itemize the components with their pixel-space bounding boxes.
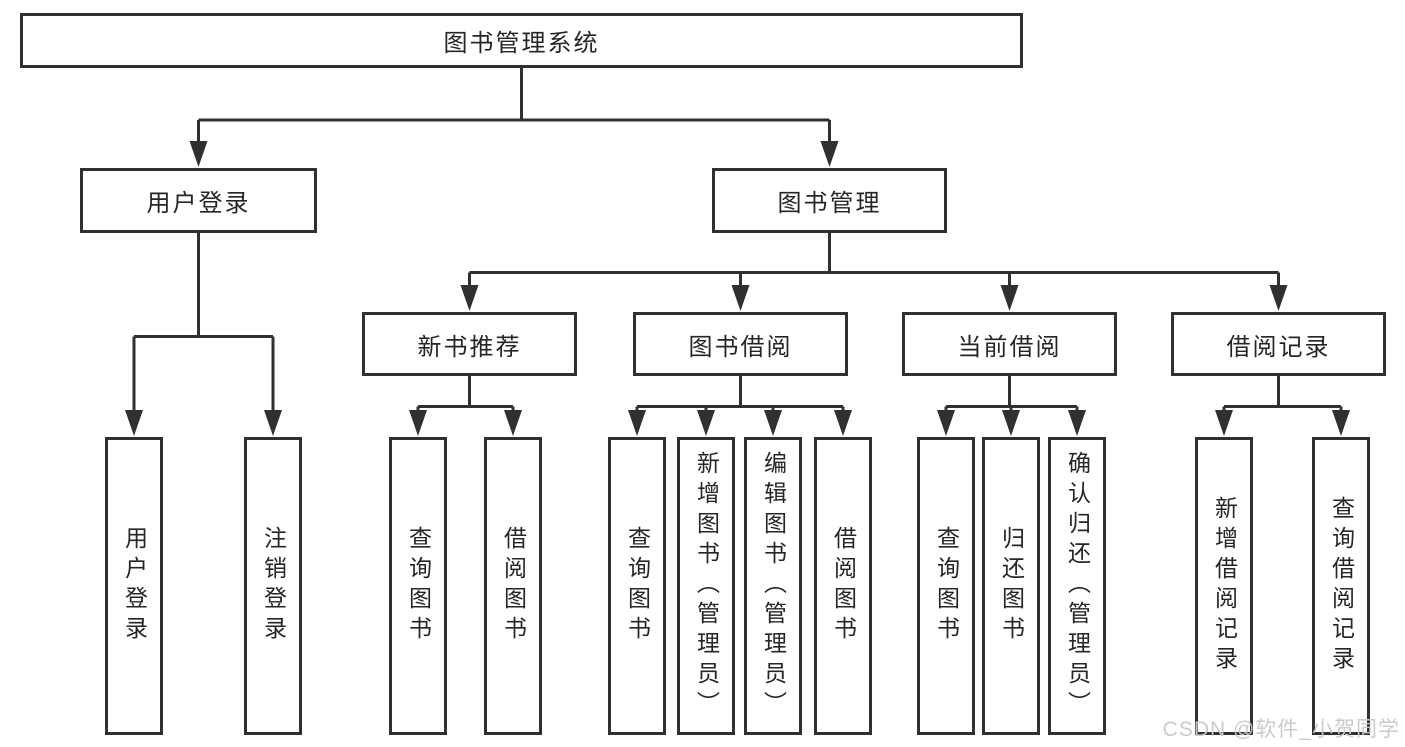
node-borrow-record: 借阅记录 <box>1171 312 1386 376</box>
node-br-query-label: 查询借阅记录 <box>1328 496 1355 676</box>
arrow-head <box>628 410 646 436</box>
node-ul-login-label: 用户登录 <box>121 526 148 646</box>
node-book-mgmt: 图书管理 <box>712 168 947 233</box>
node-current-borrow-label: 当前借阅 <box>957 333 1062 361</box>
node-ul-logout-label: 注销登录 <box>260 526 287 646</box>
arrow-head <box>264 410 282 436</box>
node-bb-edit: 编辑图书（管理员） <box>744 437 802 735</box>
arrowheads <box>125 141 1350 436</box>
connector-book-mgmt-to-level3 <box>468 233 1280 290</box>
node-ul-login: 用户登录 <box>105 437 163 735</box>
node-nb-query: 查询图书 <box>389 437 447 735</box>
node-nb-query-label: 查询图书 <box>405 526 432 646</box>
arrow-head <box>504 410 522 436</box>
node-current-borrow: 当前借阅 <box>902 312 1117 376</box>
node-cb-confirm: 确认归还（管理员） <box>1048 437 1106 735</box>
connector-lines <box>132 68 1343 414</box>
node-bb-add-label: 新增图书（管理员） <box>693 451 720 721</box>
arrow-head <box>1332 410 1350 436</box>
node-nb-borrow-label: 借阅图书 <box>500 526 527 646</box>
arrow-head <box>1068 410 1086 436</box>
node-user-login: 用户登录 <box>80 168 317 233</box>
arrow-head <box>697 410 715 436</box>
node-br-query: 查询借阅记录 <box>1312 437 1370 735</box>
connector-user-login-to-children <box>132 233 275 414</box>
arrow-head <box>937 410 955 436</box>
node-br-add: 新增借阅记录 <box>1195 437 1253 735</box>
arrow-head <box>820 141 839 167</box>
node-root-label: 图书管理系统 <box>443 30 600 57</box>
arrow-head <box>1002 410 1020 436</box>
connector-borrow-record-to-children <box>1222 376 1343 414</box>
node-ul-logout: 注销登录 <box>244 437 302 735</box>
node-book-borrow-label: 图书借阅 <box>688 333 793 361</box>
node-cb-return-label: 归还图书 <box>998 526 1025 646</box>
connector-new-book-rec-to-children <box>416 376 515 414</box>
connector-root-to-level2 <box>197 68 831 148</box>
node-br-add-label: 新增借阅记录 <box>1211 496 1238 676</box>
node-root: 图书管理系统 <box>20 13 1023 68</box>
node-bb-query: 查询图书 <box>608 437 666 735</box>
node-bb-edit-label: 编辑图书（管理员） <box>760 451 787 721</box>
node-borrow-record-label: 借阅记录 <box>1226 333 1331 361</box>
node-nb-borrow: 借阅图书 <box>484 437 542 735</box>
node-bb-borrow: 借阅图书 <box>814 437 872 735</box>
connector-book-borrow-to-children <box>635 376 845 414</box>
connector-current-borrow-to-children <box>944 376 1079 414</box>
arrow-head <box>1215 410 1233 436</box>
node-cb-return: 归还图书 <box>982 437 1040 735</box>
node-bb-add: 新增图书（管理员） <box>677 437 735 735</box>
csdn-watermark: CSDN @软件_小贺同学 <box>1162 718 1400 741</box>
node-book-borrow: 图书借阅 <box>633 312 848 376</box>
node-book-mgmt-label: 图书管理 <box>777 190 882 217</box>
arrow-head <box>460 285 479 311</box>
arrow-head <box>125 410 143 436</box>
node-new-book-rec-label: 新书推荐 <box>417 333 522 361</box>
node-bb-query-label: 查询图书 <box>624 526 651 646</box>
node-bb-borrow-label: 借阅图书 <box>830 526 857 646</box>
node-new-book-rec: 新书推荐 <box>362 312 577 376</box>
node-user-login-label: 用户登录 <box>146 190 251 217</box>
arrow-head <box>764 410 782 436</box>
node-cb-query-label: 查询图书 <box>933 526 960 646</box>
arrow-head <box>834 410 852 436</box>
arrow-head <box>189 141 208 167</box>
node-cb-confirm-label: 确认归还（管理员） <box>1064 451 1091 721</box>
arrow-head <box>731 285 750 311</box>
node-cb-query: 查询图书 <box>917 437 975 735</box>
arrow-head <box>1269 285 1288 311</box>
arrow-head <box>409 410 427 436</box>
arrow-head <box>1000 285 1019 311</box>
